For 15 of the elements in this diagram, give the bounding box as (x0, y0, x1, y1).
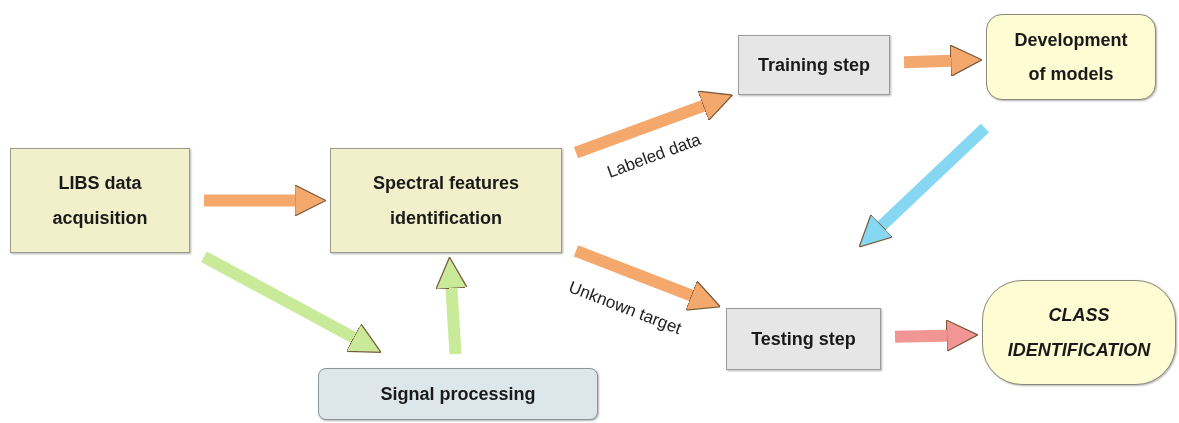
arrow (858, 123, 990, 248)
arrow (573, 90, 734, 159)
process-box: Training step (738, 35, 890, 95)
process-box: Signal processing (318, 368, 598, 420)
arrow (894, 319, 979, 352)
arrow (204, 184, 327, 217)
arrow (903, 44, 983, 77)
process-box: Spectral features identification (330, 148, 562, 253)
arrow (573, 245, 721, 311)
process-box: Testing step (726, 308, 881, 370)
rounded-box: Development of models (986, 14, 1156, 100)
arrow (435, 256, 468, 355)
process-box: LIBS data acquisition (10, 148, 190, 253)
rounded-box: CLASS IDENTIFICATION (982, 280, 1176, 385)
arrow (201, 251, 382, 353)
